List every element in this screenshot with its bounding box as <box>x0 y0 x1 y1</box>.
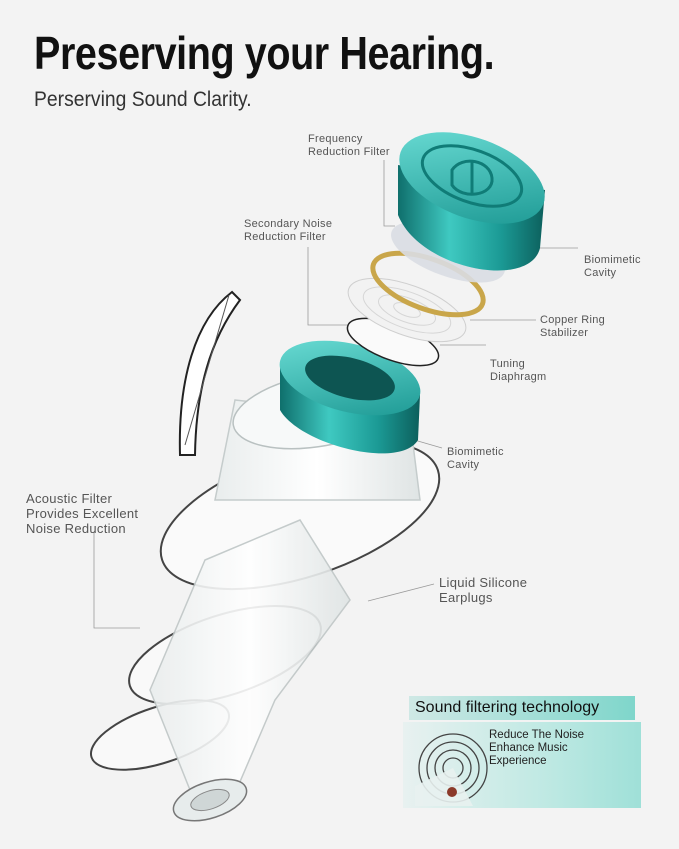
silicone-earplug <box>89 290 441 822</box>
callout-copper-ring: Copper Ring Stabilizer <box>540 314 605 340</box>
callout-line: Biomimetic <box>447 446 504 458</box>
badge-line: Enhance Music <box>489 742 568 754</box>
callout-line: Tuning <box>490 358 526 370</box>
badge-title: Sound filtering technology <box>409 696 635 720</box>
callout-biomimetic-bottom: Biomimetic Cavity <box>447 446 504 472</box>
page-subtitle: Perserving Sound Clarity. <box>34 88 252 111</box>
callout-line: Biomimetic <box>584 254 641 266</box>
badge-line: Reduce The Noise <box>489 729 585 741</box>
biomimetic-cavity-lower <box>279 340 421 454</box>
callout-line: Diaphragm <box>490 371 547 383</box>
callout-tuning-diaphragm: Tuning Diaphragm <box>490 358 547 384</box>
callout-line: Acoustic Filter <box>26 491 113 506</box>
callout-line: Frequency <box>308 133 363 145</box>
callout-line: Secondary Noise <box>244 218 333 230</box>
callout-acoustic-filter: Acoustic Filter Provides Excellent Noise… <box>26 491 138 536</box>
callout-line: Earplugs <box>439 590 493 605</box>
callout-line: Reduction Filter <box>244 231 326 243</box>
callout-line: Reduction Filter <box>308 146 390 158</box>
biomimetic-cavity-top <box>398 132 545 271</box>
callout-biomimetic-top: Biomimetic Cavity <box>584 254 641 280</box>
callout-frequency-filter: Frequency Reduction Filter <box>308 133 390 159</box>
sound-filtering-badge: Sound filtering technology Reduce The No… <box>403 696 641 808</box>
callout-secondary-filter: Secondary Noise Reduction Filter <box>244 218 332 244</box>
callout-line: Provides Excellent <box>26 506 139 521</box>
callout-line: Cavity <box>584 267 617 279</box>
callout-line: Stabilizer <box>540 327 589 339</box>
callout-line: Copper Ring <box>540 314 606 326</box>
callout-line: Noise Reduction <box>26 521 126 536</box>
sound-wave-spiral-icon <box>415 733 488 806</box>
page-title: Preserving your Hearing. <box>34 27 495 79</box>
callout-liquid-silicone: Liquid Silicone Earplugs <box>439 575 527 605</box>
secondary-filter <box>347 277 467 343</box>
callout-line: Liquid Silicone <box>439 575 528 590</box>
badge-line: Experience <box>489 755 547 767</box>
badge-text: Reduce The Noise Enhance Music Experienc… <box>489 729 584 768</box>
callout-line: Cavity <box>447 459 480 471</box>
